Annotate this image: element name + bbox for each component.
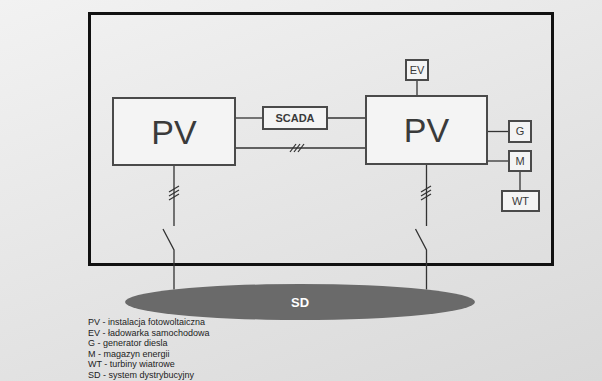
connection-line <box>236 117 262 118</box>
legend-text: M - magazyn energii <box>88 349 170 359</box>
legend-row: EV - ładowarka samochodowa <box>88 328 210 339</box>
generator-box: G <box>508 120 532 143</box>
legend-text: SD - system dystrybucyjny <box>88 370 194 380</box>
wind-turbine-box: WT <box>501 190 540 212</box>
connection-line <box>488 160 508 161</box>
installation-frame <box>90 14 553 265</box>
connection-line <box>488 131 508 132</box>
storage-box: M <box>508 150 532 172</box>
legend-text: PV - instalacja fotowoltaiczna <box>88 317 205 327</box>
node-label: G <box>516 126 525 137</box>
node-label: WT <box>512 196 529 207</box>
legend-row: SD - system dystrybucyjny <box>88 370 210 381</box>
pv-box: PV <box>365 95 488 165</box>
scada-box: SCADA <box>262 106 328 130</box>
pv-box: PV <box>112 97 236 166</box>
node-label: SD <box>291 296 309 309</box>
legend-row: G - generator diesla <box>88 338 210 349</box>
connection-line <box>328 117 365 118</box>
node-label: M <box>515 156 524 167</box>
node-label: PV <box>404 113 449 147</box>
connection-line <box>416 81 417 95</box>
node-label: EV <box>410 65 425 76</box>
legend-text: WT - turbiny wiatrowe <box>88 359 175 369</box>
legend-text: EV - ładowarka samochodowa <box>88 328 210 338</box>
connection-line <box>236 147 365 148</box>
legend: PV - instalacja fotowoltaicznaEV - ładow… <box>88 317 210 380</box>
switched-feeder-line <box>163 166 174 290</box>
node-label: PV <box>151 115 196 149</box>
switched-feeder-line <box>416 165 427 290</box>
legend-row: WT - turbiny wiatrowe <box>88 359 210 370</box>
ev-box: EV <box>405 59 429 81</box>
legend-row: PV - instalacja fotowoltaiczna <box>88 317 210 328</box>
node-label: SCADA <box>275 113 314 124</box>
distribution-ellipse: SD <box>125 284 475 320</box>
connection-line <box>519 172 520 190</box>
legend-text: G - generator diesla <box>88 338 168 348</box>
legend-row: M - magazyn energii <box>88 349 210 360</box>
